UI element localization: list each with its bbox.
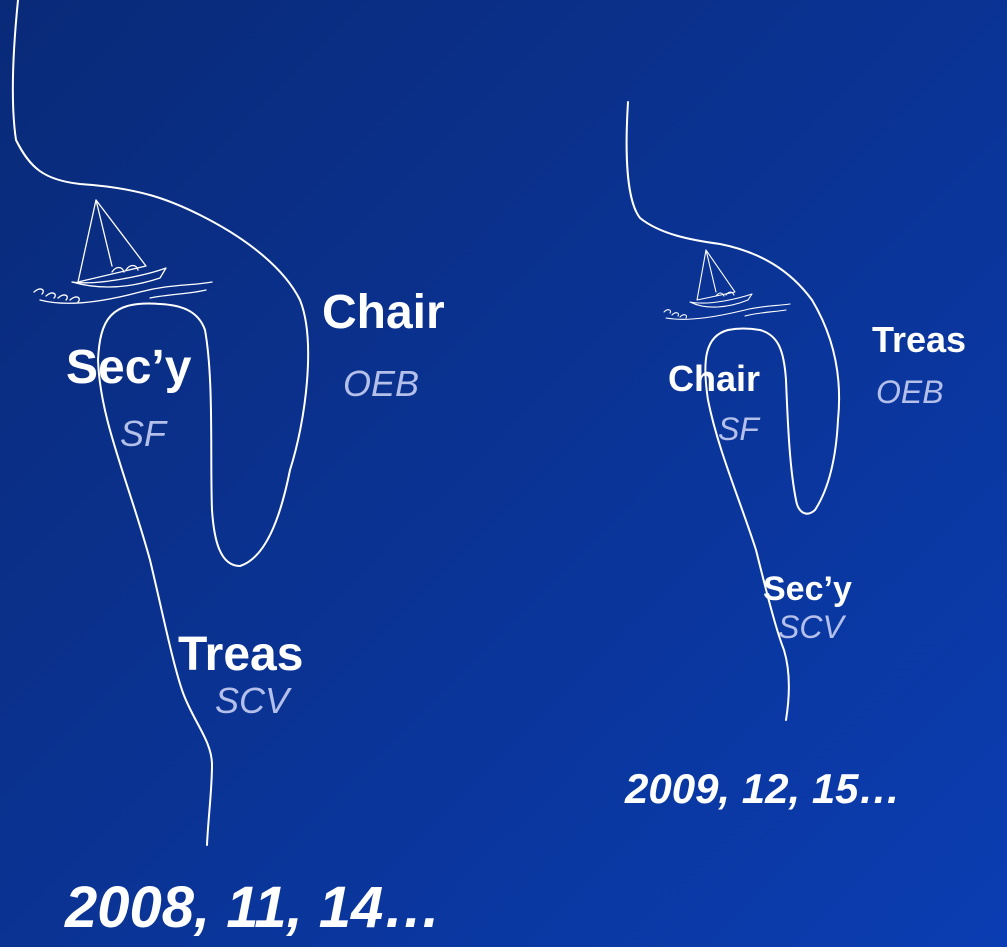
right-years: 2009, 12, 15… (624, 765, 901, 812)
left-role-secy: Sec’y (66, 341, 192, 394)
left-county-sf: SF (120, 413, 168, 454)
sailboat-icon (664, 250, 790, 319)
sailboat-icon (34, 200, 212, 303)
right-county-sf: SF (718, 411, 761, 447)
left-county-scv: SCV (215, 680, 292, 721)
left-county-oeb: OEB (343, 363, 419, 404)
right-role-treas: Treas (872, 319, 966, 360)
left-role-chair: Chair (322, 286, 445, 339)
right-role-secy: Sec’y (763, 570, 852, 608)
right-county-scv: SCV (778, 609, 846, 645)
coastline-east-left (13, 0, 308, 566)
coastline-east-right (627, 102, 840, 514)
right-county-oeb: OEB (876, 374, 944, 410)
left-role-treas: Treas (178, 628, 303, 681)
left-years: 2008, 11, 14… (64, 875, 441, 940)
right-role-chair: Chair (668, 358, 760, 399)
